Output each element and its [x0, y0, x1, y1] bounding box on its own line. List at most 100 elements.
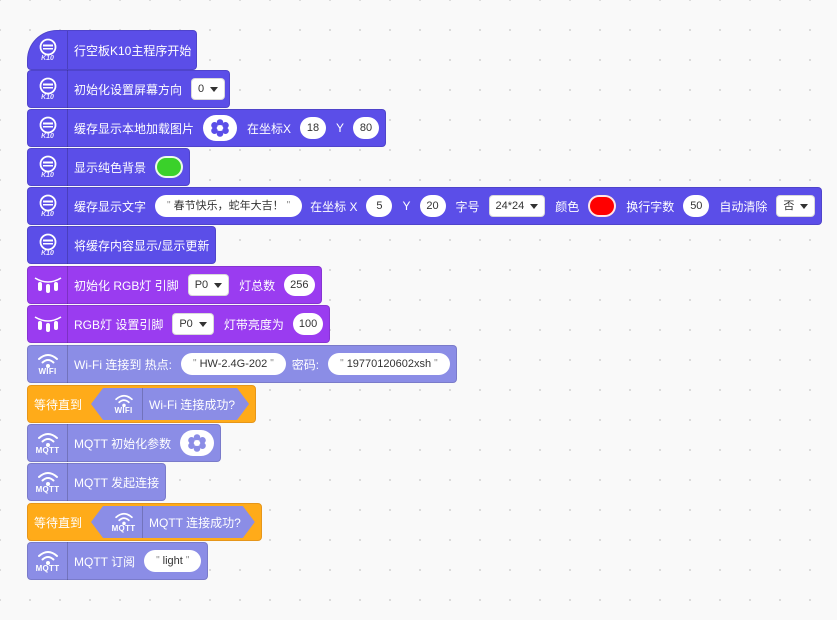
password-input[interactable]: "19770120602xsh"	[328, 353, 450, 375]
wifi-connect-block[interactable]: WIFI Wi-Fi 连接到 热点: "HW-2.4G-202" 密码: "19…	[27, 345, 457, 383]
bg-color-swatch[interactable]	[155, 156, 184, 178]
auto-clear-label: 自动清除	[719, 199, 768, 214]
wrap-count-input[interactable]: 50	[683, 195, 710, 217]
k10-tag: K10	[41, 93, 54, 101]
cache-text-label: 缓存显示文字	[74, 199, 147, 214]
solid-bg-block[interactable]: K10 显示纯色背景	[27, 148, 191, 186]
quote-icon: "	[156, 555, 160, 566]
mqtt-connect-block[interactable]: MQTT MQTT 发起连接	[27, 463, 167, 501]
y-input[interactable]: 20	[419, 195, 446, 217]
password-value: 19770120602xsh	[346, 358, 432, 370]
k10-start-label: 行空板K10主程序开始	[74, 43, 192, 58]
rgb-brightness-block[interactable]: RGB灯 设置引脚 P0 灯带亮度为 100	[27, 305, 331, 343]
coord-y-label: Y	[402, 199, 411, 213]
topic-input[interactable]: "light"	[144, 550, 202, 572]
k10-tag: K10	[41, 171, 54, 179]
image-picker-button[interactable]	[203, 115, 238, 141]
k10-tag: K10	[41, 249, 54, 257]
mqtt-wifi-icon: MQTT	[28, 542, 68, 580]
auto-clear-dropdown[interactable]: 否	[776, 195, 816, 217]
wifi-icon: WIFI	[28, 345, 68, 383]
flower-icon	[211, 119, 229, 137]
rgb-pin-value: P0	[179, 318, 193, 330]
quote-icon: "	[193, 358, 197, 369]
init-screen-label: 初始化设置屏幕方向	[74, 82, 183, 97]
quote-icon: "	[340, 358, 344, 369]
font-size-value: 24*24	[495, 200, 525, 212]
wifi-connect-label: Wi-Fi 连接到 热点:	[74, 357, 172, 372]
wifi-icon: WIFI	[105, 388, 143, 420]
wait-mqtt-block[interactable]: 等待直到 MQTT MQTT 连接成功?	[27, 503, 262, 541]
wrap-label: 换行字数	[626, 199, 675, 214]
rgb-pin-dropdown[interactable]: P0	[187, 274, 230, 296]
k10-start-block[interactable]: K10 行空板K10主程序开始	[27, 30, 198, 70]
k10-board-icon: K10	[28, 70, 68, 108]
text-input[interactable]: "春节快乐，蛇年大吉！"	[155, 195, 303, 217]
wifi-tag: WIFI	[114, 405, 133, 415]
wait-wifi-block[interactable]: 等待直到 WIFI Wi-Fi 连接成功?	[27, 385, 257, 423]
cache-text-block[interactable]: K10 缓存显示文字 "春节快乐，蛇年大吉！" 在坐标 X 5 Y 20 字号 …	[27, 187, 823, 225]
screen-direction-dropdown[interactable]: 0	[191, 78, 226, 100]
coord-y-label: Y	[336, 121, 345, 135]
coord-x-label: 在坐标 X	[310, 199, 358, 214]
cache-image-label: 缓存显示本地加载图片	[74, 121, 195, 136]
mqtt-subscribe-block[interactable]: MQTT MQTT 订阅 "light"	[27, 542, 209, 580]
text-input-value: 春节快乐，蛇年大吉！	[173, 200, 284, 212]
led-count-label: 灯总数	[239, 278, 276, 293]
k10-board-icon: K10	[28, 226, 68, 264]
chevron-down-icon	[198, 321, 207, 327]
k10-tag: K10	[41, 54, 54, 62]
led-string-icon	[28, 266, 68, 304]
brightness-input[interactable]: 100	[292, 313, 324, 335]
mqtt-subscribe-label: MQTT 订阅	[74, 554, 136, 569]
quote-icon: "	[434, 358, 438, 369]
chevron-down-icon	[214, 282, 223, 288]
wait-until-label: 等待直到	[34, 397, 83, 412]
led-count-input[interactable]: 256	[284, 274, 315, 296]
rgb-pin-dropdown[interactable]: P0	[172, 313, 214, 335]
k10-board-icon: K10	[28, 187, 68, 225]
color-label: 颜色	[555, 199, 580, 214]
x-input[interactable]: 18	[300, 117, 327, 139]
x-input[interactable]: 5	[366, 195, 393, 217]
wifi-condition-label: Wi-Fi 连接成功?	[149, 397, 236, 412]
rgb-init-label: 初始化 RGB灯 引脚	[74, 278, 179, 293]
solid-bg-label: 显示纯色背景	[74, 160, 147, 175]
brightness-label: 灯带亮度为	[223, 317, 284, 332]
mqtt-connect-label: MQTT 发起连接	[74, 475, 160, 490]
mqtt-params-button[interactable]	[180, 430, 215, 456]
cache-image-block[interactable]: K10 缓存显示本地加载图片 在坐标X 18 Y 80	[27, 109, 387, 147]
mqtt-init-block[interactable]: MQTT MQTT 初始化参数	[27, 424, 222, 462]
led-string-icon	[28, 305, 68, 343]
quote-icon: "	[286, 200, 291, 211]
text-color-swatch[interactable]	[588, 195, 617, 217]
coord-x-label: 在坐标X	[247, 121, 292, 136]
mqtt-connected-condition[interactable]: MQTT MQTT 连接成功?	[91, 506, 255, 538]
flower-icon	[188, 434, 206, 452]
chevron-down-icon	[210, 86, 219, 92]
k10-board-icon: K10	[28, 109, 68, 147]
ssid-input[interactable]: "HW-2.4G-202"	[181, 353, 286, 375]
password-label: 密码:	[291, 357, 320, 372]
refresh-block[interactable]: K10 将缓存内容显示/显示更新	[27, 226, 217, 264]
auto-clear-value: 否	[783, 200, 795, 212]
k10-tag: K10	[41, 210, 54, 218]
quote-icon: "	[270, 358, 274, 369]
mqtt-condition-label: MQTT 连接成功?	[149, 515, 241, 530]
mqtt-wifi-icon: MQTT	[28, 424, 68, 462]
screen-direction-value: 0	[198, 83, 205, 95]
y-input[interactable]: 80	[353, 117, 380, 139]
rgb-init-block[interactable]: 初始化 RGB灯 引脚 P0 灯总数 256	[27, 266, 322, 304]
wait-until-label: 等待直到	[34, 515, 83, 530]
chevron-down-icon	[800, 203, 809, 209]
init-screen-block[interactable]: K10 初始化设置屏幕方向 0	[27, 70, 231, 108]
refresh-label: 将缓存内容显示/显示更新	[74, 238, 210, 253]
wifi-connected-condition[interactable]: WIFI Wi-Fi 连接成功?	[91, 388, 249, 420]
font-size-dropdown[interactable]: 24*24	[488, 195, 546, 217]
chevron-down-icon	[530, 203, 539, 209]
k10-board-icon: K10	[28, 31, 68, 69]
topic-value: light	[162, 555, 183, 567]
mqtt-tag: MQTT	[35, 445, 60, 455]
mqtt-tag: MQTT	[35, 484, 60, 494]
